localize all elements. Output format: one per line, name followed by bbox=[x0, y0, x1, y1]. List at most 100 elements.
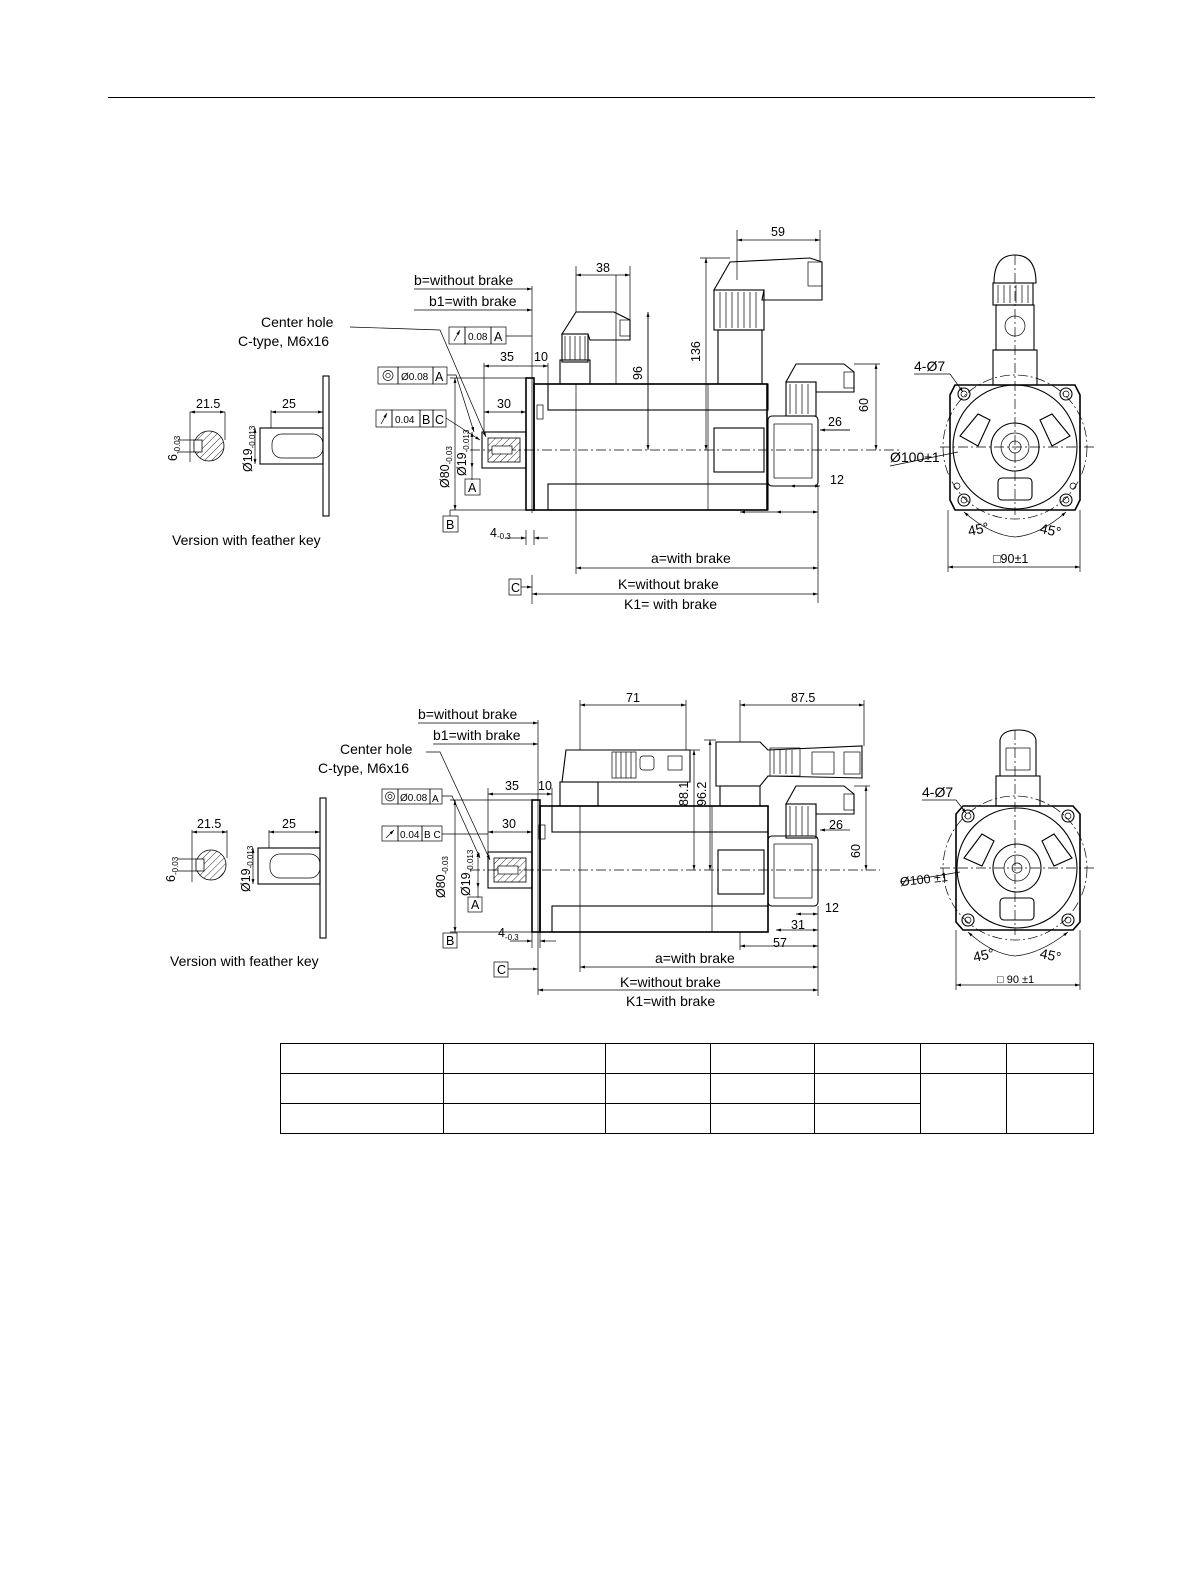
dim-10-b: 10 bbox=[538, 779, 552, 793]
center-hole-label: Center hole bbox=[261, 314, 334, 330]
dim-4-b: 4-0.3 bbox=[498, 926, 519, 942]
angle-45-right: 45° bbox=[1039, 520, 1063, 540]
table-cell bbox=[920, 1043, 1007, 1074]
svg-text:A: A bbox=[432, 794, 439, 805]
dim-30: 30 bbox=[497, 397, 511, 411]
dim-12: 12 bbox=[830, 473, 844, 487]
dimension-table bbox=[280, 1043, 1094, 1134]
datum-b: B bbox=[446, 518, 454, 532]
dim-dia19-key: Ø19-0.013 bbox=[241, 425, 257, 472]
dim-96: 96 bbox=[631, 366, 645, 380]
dim-87-5: 87.5 bbox=[791, 691, 815, 705]
table-cell bbox=[1006, 1073, 1094, 1134]
b-without-brake-b: b=without brake bbox=[418, 706, 517, 722]
table-cell bbox=[280, 1103, 444, 1134]
table-cell bbox=[920, 1073, 1007, 1134]
dim-shaft-dia19-b: Ø19-0.013 bbox=[459, 849, 475, 896]
dim-4-holes: 4-Ø7 bbox=[914, 358, 945, 374]
table-cell bbox=[710, 1073, 815, 1104]
version-label-b: Version with feather key bbox=[170, 953, 319, 969]
dim-dia19-key-b: Ø19-0.013 bbox=[239, 845, 255, 892]
table-cell bbox=[280, 1043, 444, 1074]
table-cell bbox=[443, 1103, 606, 1134]
motor-side-view-top bbox=[470, 257, 900, 511]
dim-lines-bottom bbox=[450, 700, 870, 996]
dim-30-b: 30 bbox=[502, 817, 516, 831]
dim-square-90: □90±1 bbox=[993, 552, 1028, 566]
dim-4: 4-0.3 bbox=[490, 526, 511, 541]
table-cell bbox=[605, 1073, 711, 1104]
dim-25-b: 25 bbox=[282, 817, 296, 831]
dim-dia80-b: Ø80-0.03 bbox=[434, 856, 450, 898]
dim-71: 71 bbox=[626, 691, 640, 705]
table-cell bbox=[710, 1103, 815, 1134]
svg-text:A: A bbox=[435, 370, 444, 384]
center-hole-label-b: Center hole bbox=[340, 741, 413, 757]
table-cell bbox=[814, 1073, 921, 1104]
dim-57-b: 57 bbox=[773, 936, 787, 950]
table-cell bbox=[605, 1043, 711, 1074]
svg-text:0.08: 0.08 bbox=[468, 332, 488, 343]
dim-21-5-b: 21.5 bbox=[197, 817, 221, 831]
dim-35-b: 35 bbox=[505, 779, 519, 793]
dim-60-b: 60 bbox=[849, 844, 863, 858]
table-cell bbox=[605, 1103, 711, 1134]
k1-with-brake-b: K1=with brake bbox=[626, 993, 715, 1009]
feather-key-detail-top bbox=[178, 375, 330, 517]
k-without-brake-b: K=without brake bbox=[620, 974, 721, 990]
b1-with-brake: b1=with brake bbox=[429, 293, 517, 309]
center-hole-type-b: C-type, M6x16 bbox=[318, 760, 409, 776]
table-row bbox=[280, 1043, 1094, 1074]
dim-dia80: Ø80-0.03 bbox=[438, 446, 454, 488]
angle-45-right-b: 45° bbox=[1039, 945, 1063, 965]
table-cell bbox=[280, 1073, 444, 1104]
datum-b-b: B bbox=[446, 934, 454, 948]
header-rule bbox=[108, 97, 1095, 98]
table-cell bbox=[710, 1043, 815, 1074]
k-without-brake: K=without brake bbox=[618, 576, 719, 592]
b-without-brake: b=without brake bbox=[414, 272, 513, 288]
dim-25: 25 bbox=[282, 397, 296, 411]
svg-text:B: B bbox=[422, 413, 430, 427]
motor-end-view-top bbox=[940, 254, 1095, 520]
dim-136: 136 bbox=[689, 341, 703, 362]
dim-38: 38 bbox=[596, 261, 610, 275]
svg-text:0.04: 0.04 bbox=[400, 830, 420, 841]
dim-96-2: 96.2 bbox=[695, 782, 709, 806]
table-cell bbox=[443, 1073, 606, 1104]
dim-26-b: 26 bbox=[829, 818, 843, 832]
svg-text:Ø0.08: Ø0.08 bbox=[401, 372, 429, 383]
table-cell bbox=[814, 1103, 921, 1134]
table-cell bbox=[1006, 1043, 1094, 1074]
drawing-bottom: 21.5 25 6-0.03 Ø19-0.013 Version with fe… bbox=[164, 691, 1095, 1009]
datum-c: C bbox=[511, 581, 520, 595]
dim-88-1: 88.1 bbox=[677, 782, 691, 806]
dim-4-holes-b: 4-Ø7 bbox=[922, 784, 953, 800]
a-with-brake-b: a=with brake bbox=[655, 950, 735, 966]
svg-text:B C: B C bbox=[424, 830, 441, 841]
drawing-top: 21.5 25 6-0.03 Ø19-0.013 Version with fe… bbox=[166, 225, 1095, 612]
dim-key-6: 6-0.03 bbox=[166, 435, 182, 461]
svg-text:C: C bbox=[435, 413, 444, 427]
svg-text:0.04: 0.04 bbox=[395, 415, 415, 426]
dim-shaft-dia19: Ø19-0.013 bbox=[455, 429, 471, 476]
datum-c-b: C bbox=[497, 963, 506, 977]
dim-31-b: 31 bbox=[791, 918, 805, 932]
tol-frame-runout-bc: 0.04 B C bbox=[375, 409, 481, 441]
k1-with-brake: K1= with brake bbox=[624, 596, 717, 612]
dim-59: 59 bbox=[771, 225, 785, 239]
version-label: Version with feather key bbox=[172, 532, 321, 548]
dim-pcd-100: Ø100±1 bbox=[890, 449, 940, 465]
dim-square-90-b: □ 90 ±1 bbox=[997, 974, 1034, 986]
dim-35: 35 bbox=[500, 350, 514, 364]
feather-key-detail-bottom bbox=[178, 797, 327, 939]
dim-26: 26 bbox=[828, 415, 842, 429]
motor-side-view-bottom bbox=[470, 741, 880, 933]
tol-frame-concentricity: Ø0.08 A bbox=[377, 366, 475, 433]
center-hole-type: C-type, M6x16 bbox=[238, 333, 329, 349]
dim-10: 10 bbox=[534, 350, 548, 364]
table-cell bbox=[443, 1043, 606, 1074]
tol-frame-runout-bc-b: 0.04 B C bbox=[381, 825, 488, 842]
dim-key-6-b: 6-0.03 bbox=[164, 856, 180, 882]
datum-a-b: A bbox=[471, 898, 480, 912]
